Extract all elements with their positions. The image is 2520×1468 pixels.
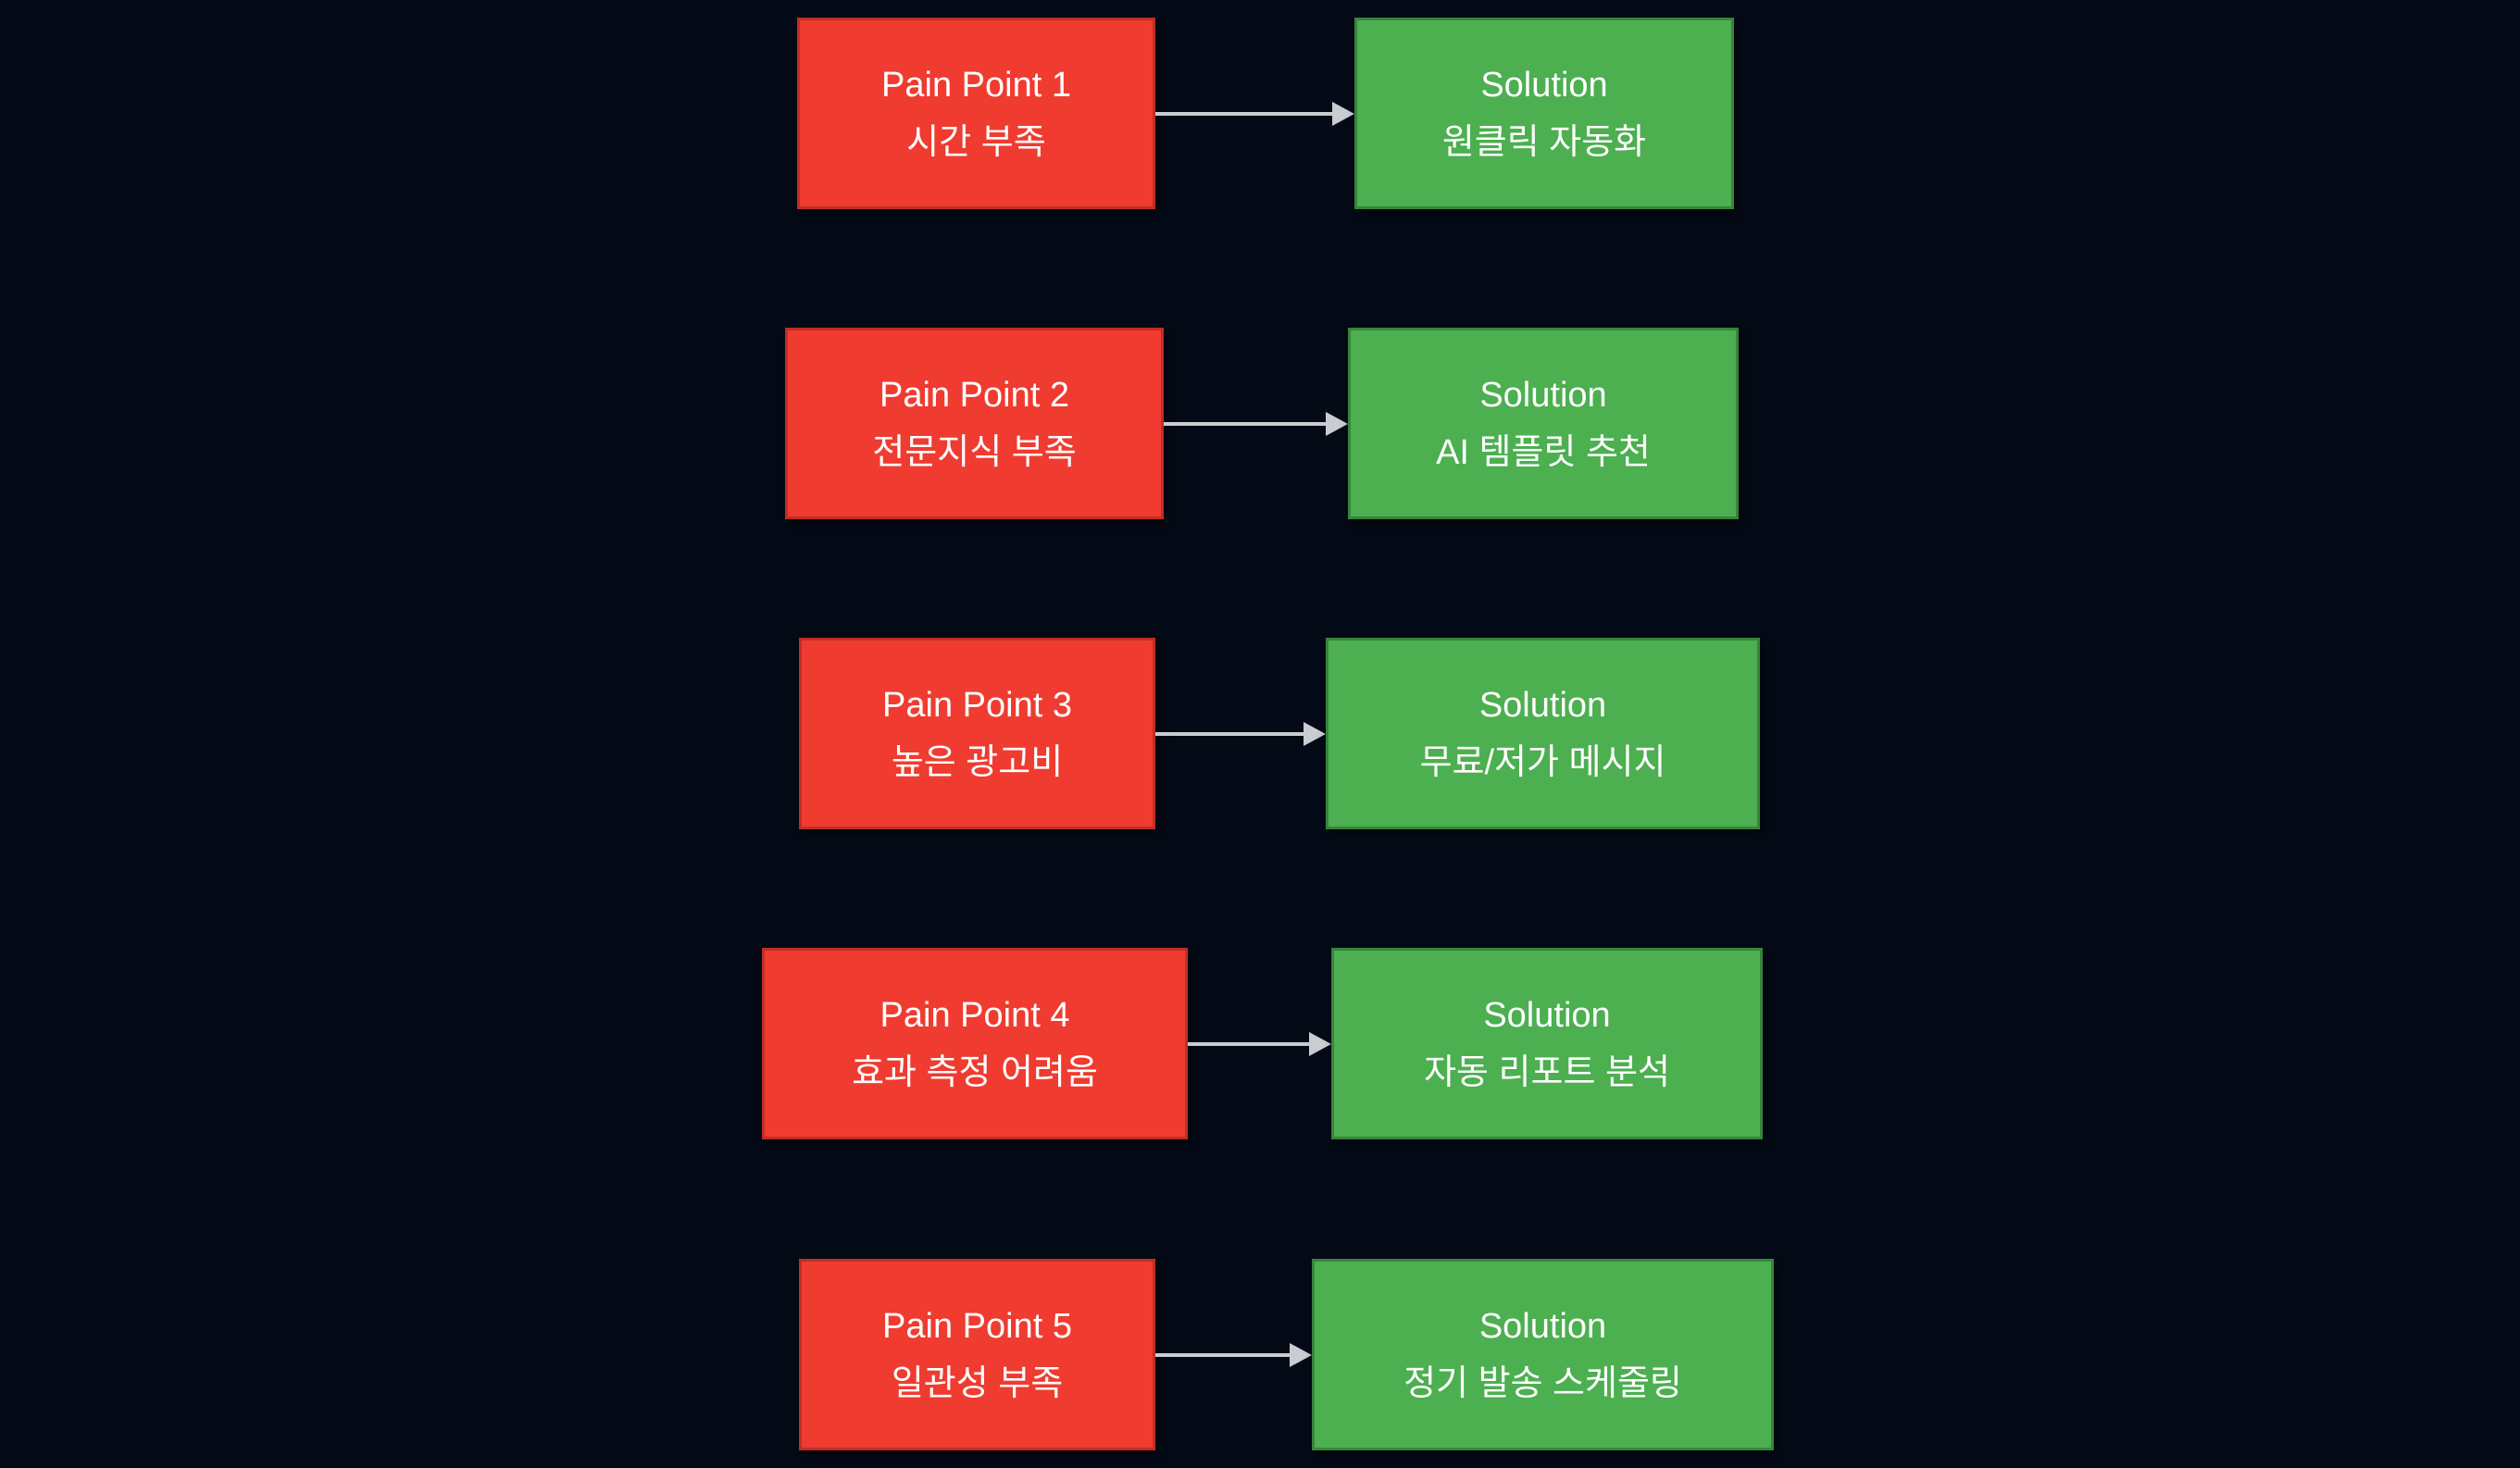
- pain-point-detail: 일관성 부족: [891, 1363, 1064, 1403]
- pain-point-title: Pain Point 4: [880, 995, 1070, 1035]
- connector-arrow: [1155, 1259, 1312, 1450]
- pain-point-title: Pain Point 3: [882, 685, 1072, 725]
- pain-point-box: Pain Point 2 전문지식 부족: [785, 328, 1164, 519]
- solution-detail: 무료/저가 메시지: [1419, 742, 1666, 782]
- pain-point-detail: 높은 광고비: [891, 742, 1064, 782]
- arrow-line: [1155, 1352, 1290, 1357]
- connector-arrow: [1188, 948, 1331, 1139]
- arrow-line: [1155, 731, 1304, 736]
- solution-title: Solution: [1478, 685, 1607, 725]
- solution-detail: 정기 발송 스케줄링: [1403, 1363, 1682, 1403]
- solution-detail: 자동 리포트 분석: [1424, 1052, 1670, 1092]
- arrow-line: [1155, 111, 1332, 116]
- pain-point-detail: 효과 측정 어려움: [852, 1052, 1098, 1092]
- pain-point-box: Pain Point 1 시간 부족: [797, 18, 1155, 209]
- arrow-line: [1164, 421, 1326, 426]
- pain-point-box: Pain Point 5 일관성 부족: [799, 1259, 1155, 1450]
- arrow-line: [1188, 1041, 1309, 1046]
- pain-point-title: Pain Point 2: [880, 375, 1069, 415]
- arrow-right-icon: [1326, 411, 1348, 436]
- pain-point-title: Pain Point 5: [882, 1306, 1072, 1346]
- arrow-right-icon: [1332, 101, 1354, 126]
- pain-point-box: Pain Point 3 높은 광고비: [799, 638, 1155, 829]
- solution-box: Solution 자동 리포트 분석: [1331, 948, 1763, 1139]
- pain-point-detail: 전문지식 부족: [872, 432, 1077, 472]
- connector-arrow: [1164, 328, 1348, 519]
- solution-detail: AI 템플릿 추천: [1436, 432, 1651, 472]
- pain-point-title: Pain Point 1: [881, 65, 1071, 105]
- solution-detail: 원클릭 자동화: [1441, 122, 1647, 162]
- solution-box: Solution AI 템플릿 추천: [1348, 328, 1739, 519]
- solution-title: Solution: [1483, 995, 1611, 1035]
- solution-title: Solution: [1478, 1306, 1607, 1346]
- pain-point-detail: 시간 부족: [906, 122, 1046, 162]
- solution-title: Solution: [1479, 375, 1607, 415]
- connector-arrow: [1155, 18, 1354, 209]
- connector-arrow: [1155, 638, 1326, 829]
- arrow-right-icon: [1309, 1031, 1331, 1056]
- solution-box: Solution 정기 발송 스케줄링: [1312, 1259, 1774, 1450]
- solution-box: Solution 무료/저가 메시지: [1326, 638, 1760, 829]
- arrow-right-icon: [1304, 721, 1326, 746]
- pain-point-box: Pain Point 4 효과 측정 어려움: [762, 948, 1188, 1139]
- arrow-right-icon: [1290, 1342, 1312, 1367]
- solution-title: Solution: [1480, 65, 1608, 105]
- solution-box: Solution 원클릭 자동화: [1354, 18, 1734, 209]
